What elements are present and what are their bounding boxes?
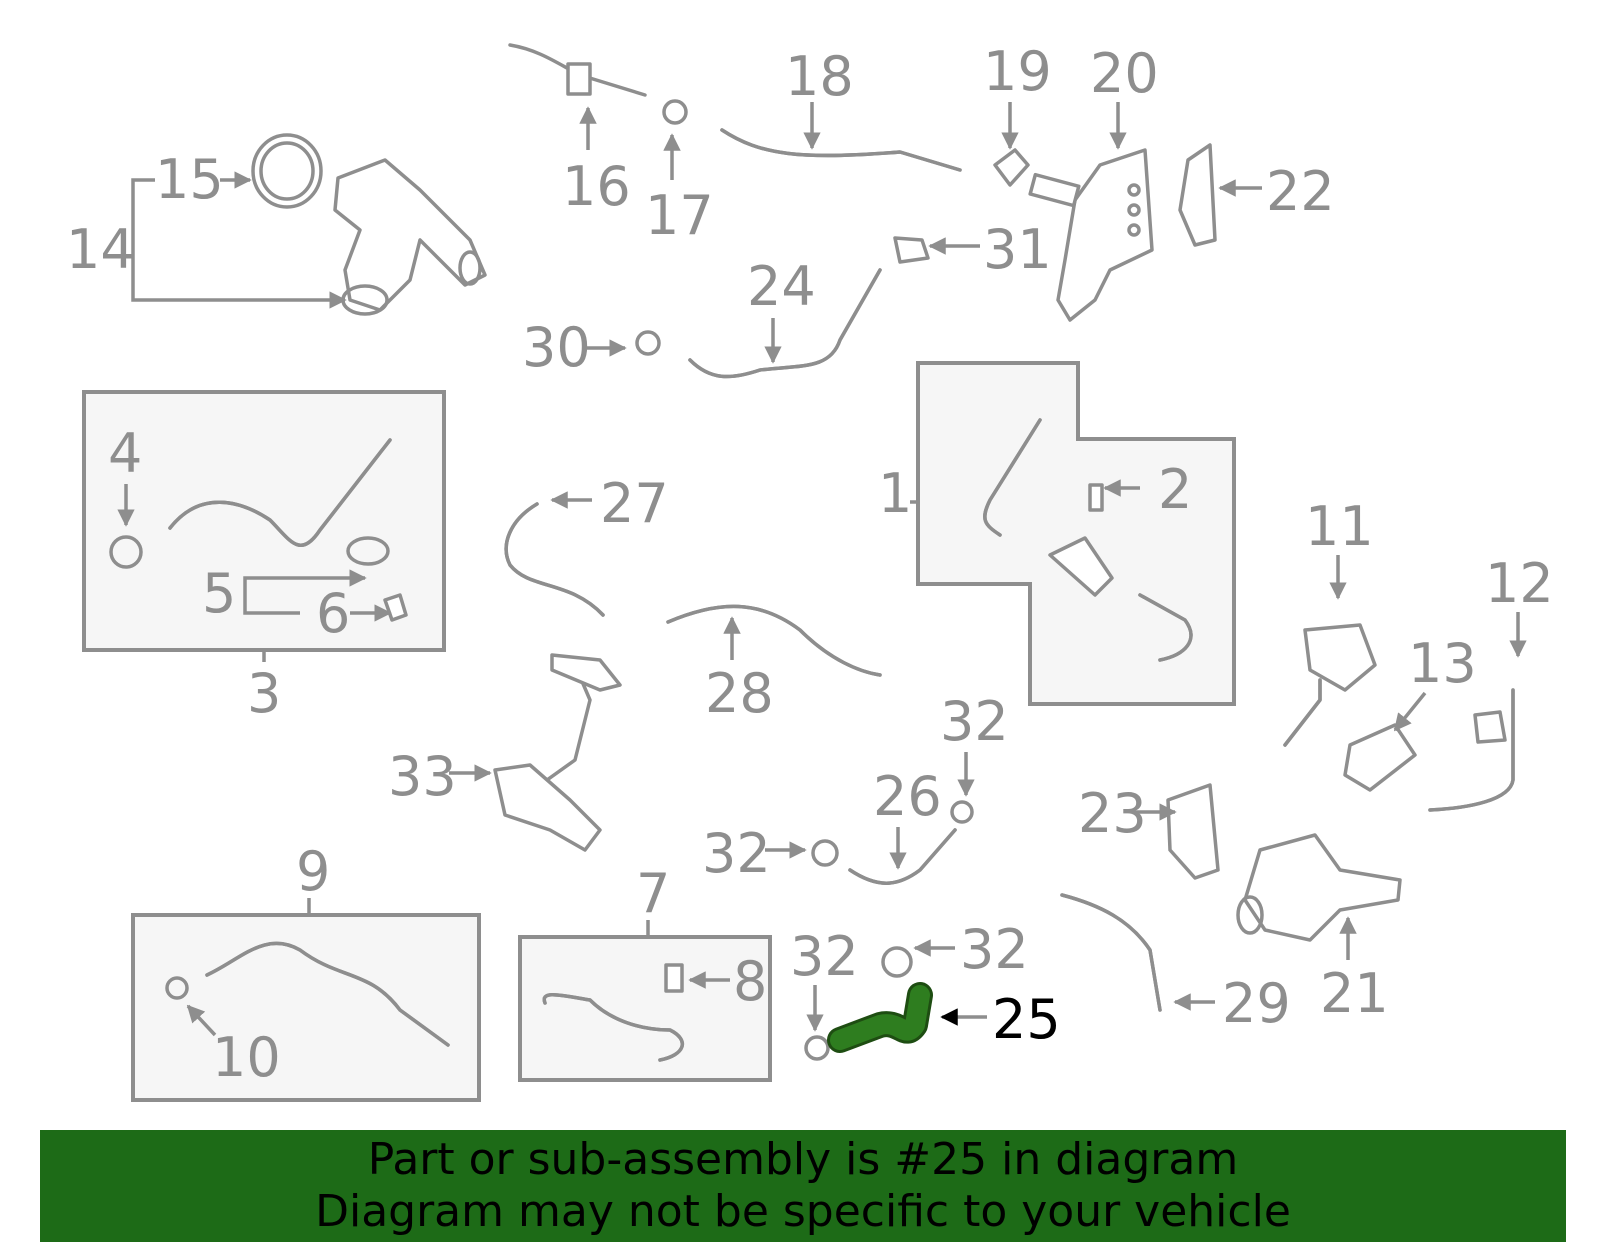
part-26-hose <box>848 828 957 885</box>
label-32c: 32 <box>960 918 1029 981</box>
banner-line-2: Diagram may not be specific to your vehi… <box>315 1186 1291 1237</box>
part-32-clamp-a <box>950 800 974 824</box>
part-32-clamp-c <box>881 946 913 978</box>
label-15: 15 <box>155 148 224 211</box>
label-18: 18 <box>785 45 854 108</box>
label-5: 5 <box>202 562 236 625</box>
part-27-hose <box>504 502 605 617</box>
part-17-clamp <box>662 99 688 125</box>
part-18-hose <box>720 128 962 172</box>
part-2-sensor <box>1088 483 1104 512</box>
part-20-valve <box>1028 148 1154 322</box>
label-26: 26 <box>873 765 942 828</box>
part-13-sensor <box>1343 723 1417 792</box>
label-6: 6 <box>316 582 350 645</box>
banner-line-1: Part or sub-assembly is #25 in diagram <box>367 1134 1239 1185</box>
part-30-clamp <box>635 330 661 356</box>
label-30: 30 <box>522 316 591 379</box>
part-25-hose-highlighted[interactable] <box>827 982 933 1053</box>
part-10-clamp <box>165 976 189 1000</box>
label-32a: 32 <box>940 690 1009 753</box>
label-31: 31 <box>983 218 1052 281</box>
part-19-clip <box>993 148 1030 187</box>
label-29: 29 <box>1222 972 1291 1035</box>
label-3: 3 <box>247 662 281 725</box>
part-1-hoses <box>983 418 1193 662</box>
label-17: 17 <box>645 184 714 247</box>
label-21: 21 <box>1320 962 1389 1025</box>
label-12: 12 <box>1485 552 1554 615</box>
part-33-pipe <box>493 653 622 852</box>
label-19: 19 <box>983 40 1052 103</box>
label-27: 27 <box>600 472 669 535</box>
callout-labels: 1 2 3 4 5 6 7 8 9 10 11 12 13 14 15 16 1… <box>66 40 1554 1089</box>
part-22-gasket <box>1178 143 1217 247</box>
part-5-clamp <box>346 536 390 566</box>
label-9: 9 <box>296 840 330 903</box>
label-32d: 32 <box>790 925 859 988</box>
label-1: 1 <box>878 462 912 525</box>
box-part-7 <box>518 935 772 1082</box>
label-10: 10 <box>212 1026 281 1089</box>
part-8-clip <box>664 963 684 993</box>
label-14: 14 <box>66 218 135 281</box>
part-21-housing <box>1236 833 1402 942</box>
label-13: 13 <box>1408 632 1477 695</box>
label-20: 20 <box>1090 42 1159 105</box>
label-24: 24 <box>747 255 816 318</box>
info-banner: Part or sub-assembly is #25 in diagram D… <box>40 1130 1566 1242</box>
label-25: 25 <box>992 988 1061 1051</box>
part-11-pump <box>1283 623 1377 747</box>
label-16: 16 <box>562 155 631 218</box>
label-2: 2 <box>1158 458 1192 521</box>
leader-lines <box>117 102 1527 1037</box>
label-22: 22 <box>1266 160 1335 223</box>
label-33: 33 <box>388 745 457 808</box>
box-part-1 <box>916 361 1236 706</box>
label-11: 11 <box>1305 495 1374 558</box>
part-16-bracket <box>566 62 592 96</box>
label-32b: 32 <box>702 822 771 885</box>
label-28: 28 <box>705 662 774 725</box>
part-14-housing <box>251 133 487 316</box>
label-4: 4 <box>108 422 142 485</box>
part-4-clamp <box>109 535 143 569</box>
part-23-gasket <box>1166 783 1220 880</box>
part-31-clamp <box>893 236 930 264</box>
box-part-9 <box>131 913 481 1102</box>
label-23: 23 <box>1078 782 1147 845</box>
part-12-fitting <box>1428 688 1515 812</box>
label-8: 8 <box>733 950 767 1013</box>
part-32-clamp-b <box>811 839 839 867</box>
label-7: 7 <box>636 862 670 925</box>
part-32-clamp-d <box>804 1035 830 1061</box>
